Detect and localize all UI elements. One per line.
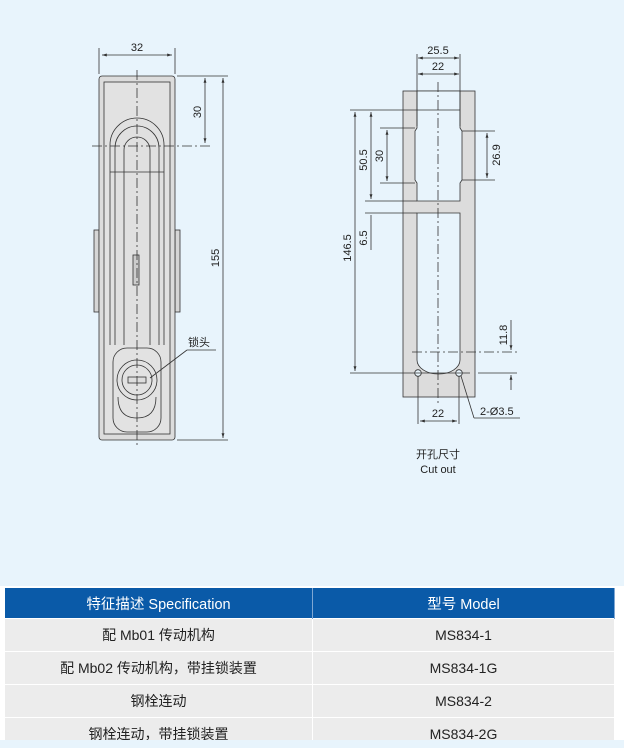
lock-callout-label: 锁头 bbox=[188, 335, 210, 349]
cutout-caption-en: Cut out bbox=[420, 464, 455, 476]
cutout-view bbox=[350, 54, 520, 424]
spec-cell: 钢栓连动 bbox=[5, 684, 313, 718]
dim-holes-label: 2-Ø3.5 bbox=[480, 406, 514, 418]
dim-26-9-label: 26.9 bbox=[491, 144, 503, 165]
spec-cell: 配 Mb01 传动机构 bbox=[5, 618, 313, 652]
dim-30-label: 30 bbox=[374, 150, 386, 162]
dim-6-5-label: 6.5 bbox=[358, 230, 370, 245]
dim-outer-width-label: 25.5 bbox=[427, 45, 448, 57]
dim-inner-width-label: 22 bbox=[432, 61, 444, 73]
model-cell: MS834-2 bbox=[312, 684, 615, 718]
dim-11-8-label: 11.8 bbox=[498, 325, 510, 346]
spec-cell: 配 Mb02 传动机构，带挂锁装置 bbox=[5, 651, 313, 685]
model-cell: MS834-1G bbox=[312, 651, 615, 685]
front-view-handle bbox=[92, 48, 228, 448]
bottom-strip bbox=[0, 740, 624, 748]
dim-width-label: 32 bbox=[131, 42, 143, 54]
table-header-row: 特征描述 Specification 型号 Model bbox=[5, 588, 615, 619]
header-model: 型号 Model bbox=[312, 588, 615, 619]
technical-drawing: 32 30 155 锁头 bbox=[0, 0, 624, 586]
dim-50-5-label: 50.5 bbox=[358, 149, 370, 170]
model-cell: MS834-1 bbox=[312, 618, 615, 652]
dim-146-5-label: 146.5 bbox=[342, 234, 354, 262]
dim-top-label: 30 bbox=[192, 106, 204, 118]
cutout-caption-cn: 开孔尺寸 bbox=[416, 447, 460, 461]
header-specification: 特征描述 Specification bbox=[5, 588, 313, 619]
dim-hole-spacing-label: 22 bbox=[432, 408, 444, 420]
dim-height-label: 155 bbox=[210, 249, 222, 267]
